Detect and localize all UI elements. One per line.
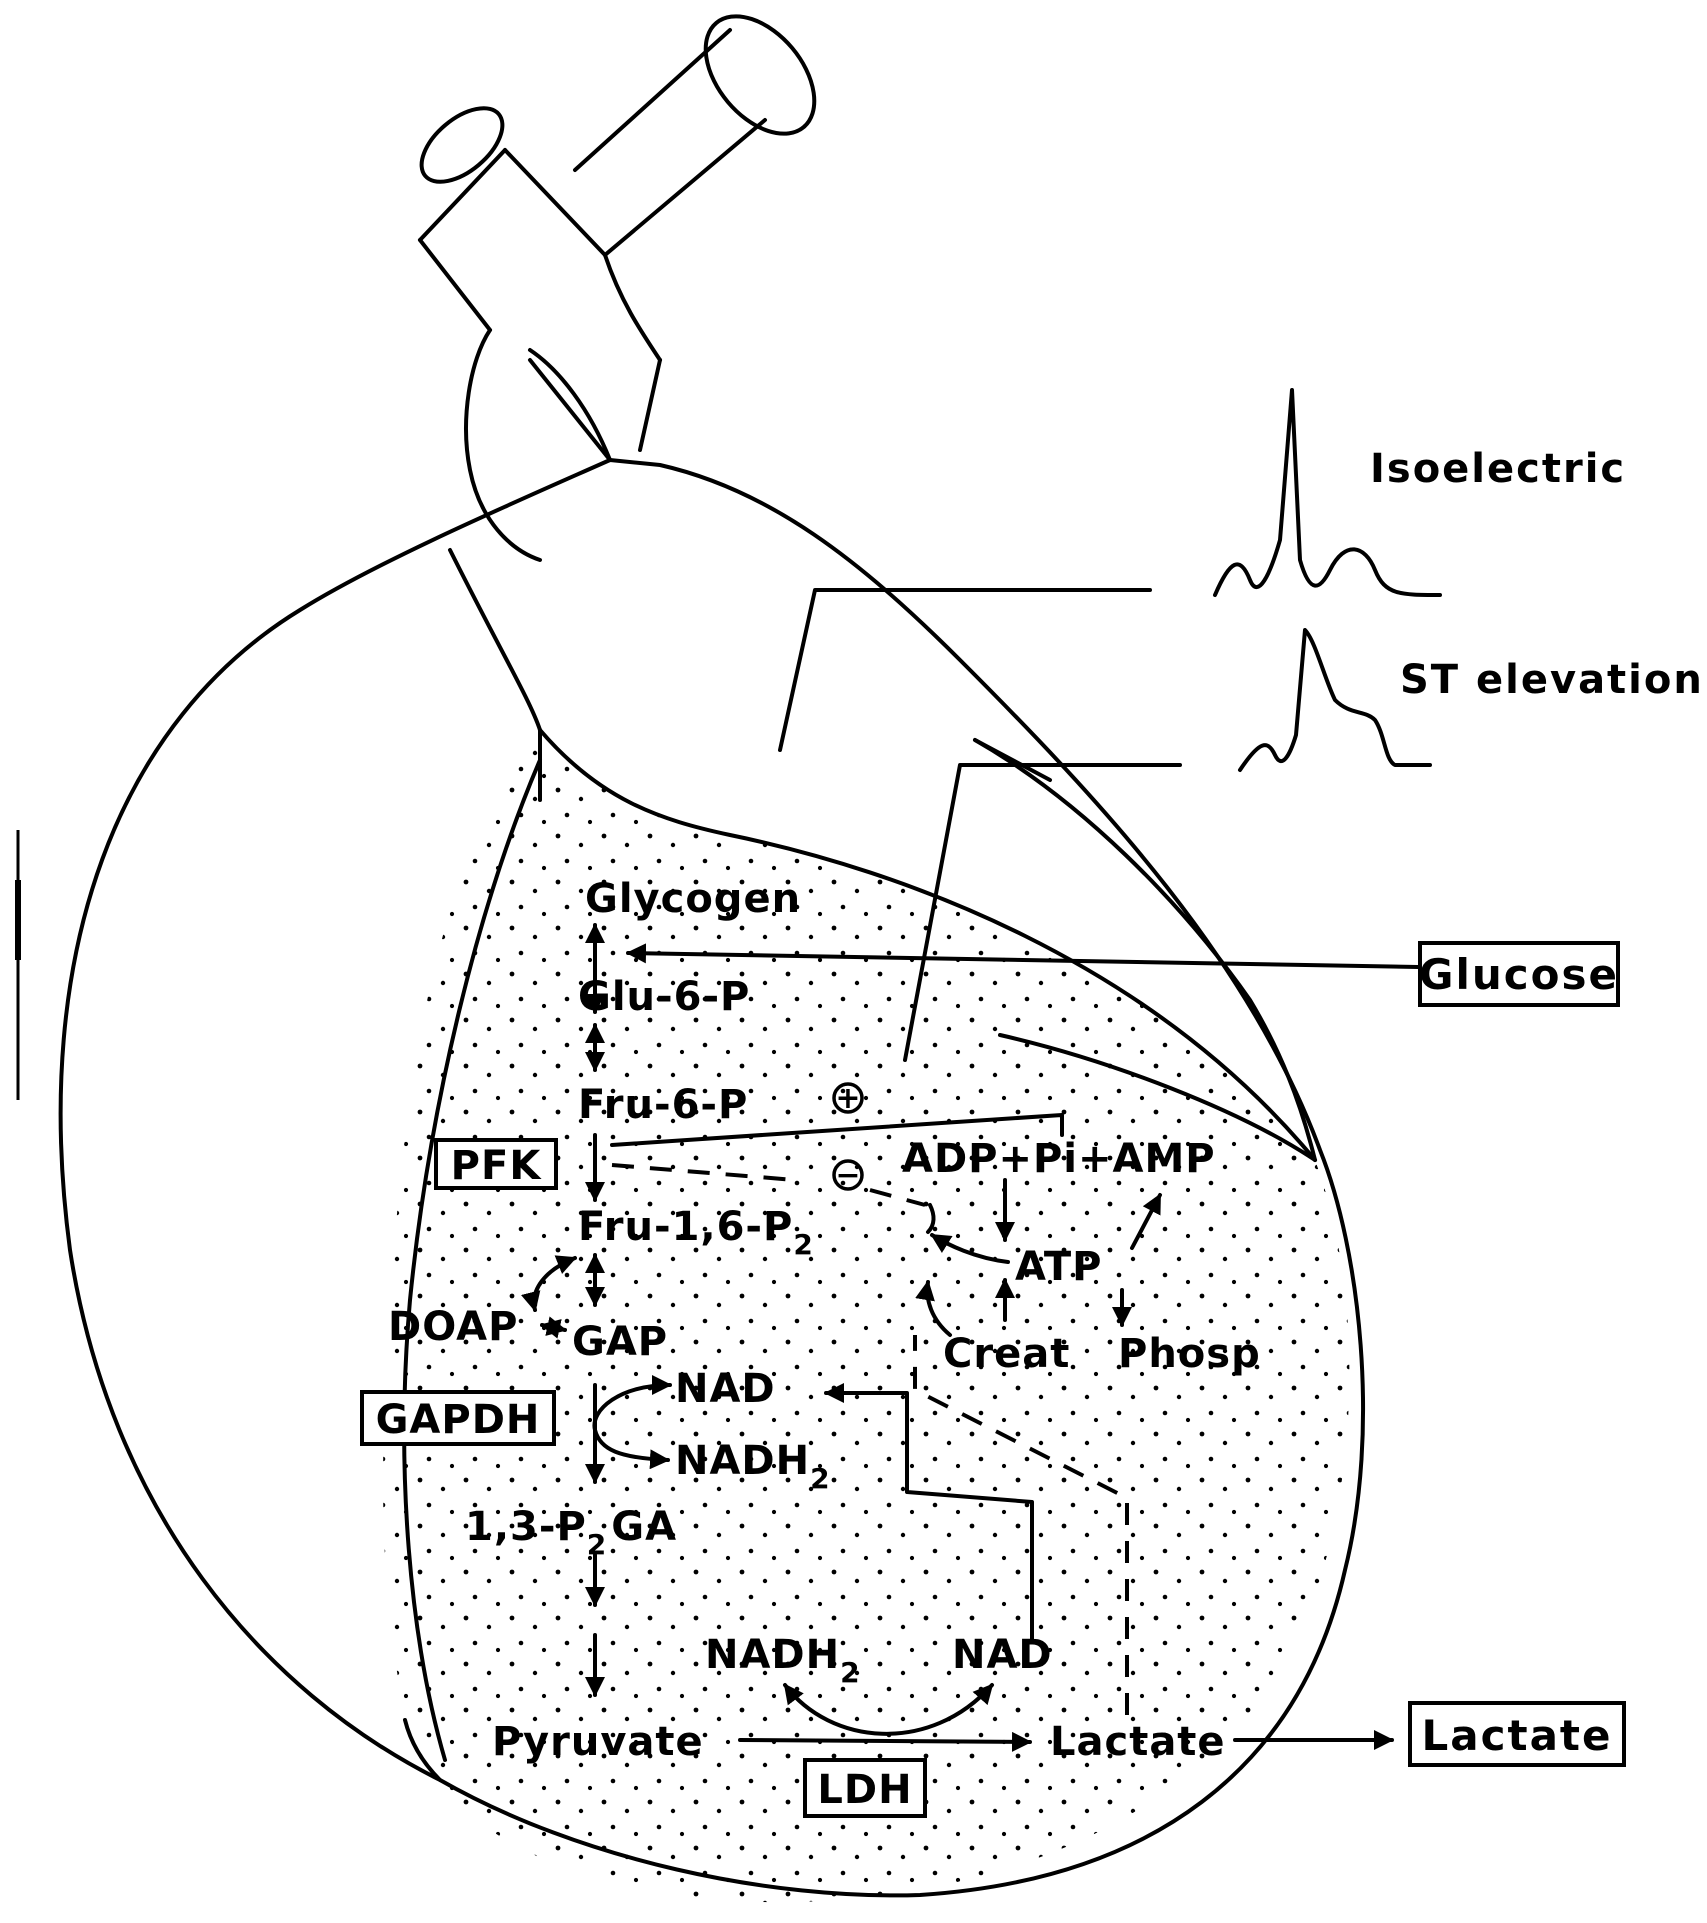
svg-text:Lactate: Lactate	[1422, 1711, 1613, 1760]
svg-text:Glucose: Glucose	[1419, 950, 1619, 999]
lactate-box: Lactate	[1410, 1703, 1624, 1765]
metabolite-atp: ATP	[1015, 1244, 1102, 1290]
glucose-box: Glucose	[1419, 943, 1619, 1005]
metabolite-creat: Creat	[943, 1331, 1070, 1377]
metabolite-nad-lower: NAD	[952, 1632, 1053, 1678]
metabolite-glycogen: Glycogen	[585, 876, 801, 922]
plus-sign: +	[835, 1081, 860, 1116]
metabolite-phosp: Phosp	[1118, 1331, 1261, 1377]
enzyme-gapdh: GAPDH	[362, 1392, 554, 1444]
svg-text:GAPDH: GAPDH	[376, 1397, 541, 1443]
svg-text:PFK: PFK	[451, 1143, 543, 1189]
metabolite-fru-6-p: Fru-6-P	[578, 1082, 748, 1128]
minus-sign: −	[835, 1158, 860, 1193]
metabolite-pyruvate: Pyruvate	[492, 1719, 704, 1765]
ecg-trace-isoelectric	[1215, 390, 1440, 595]
enzyme-pfk: PFK	[436, 1140, 556, 1189]
metabolite-lactate-inner: Lactate	[1050, 1719, 1226, 1765]
ecg-label-st-elevation: ST elevation	[1400, 657, 1704, 703]
metabolite-doap: DOAP	[388, 1304, 518, 1350]
metabolite-gap: GAP	[572, 1319, 668, 1365]
ecg-label-isoelectric: Isoelectric	[1370, 446, 1626, 492]
arrow-pyruvate-lactate	[740, 1740, 1030, 1742]
metabolite-adp-pi-amp: ADP+Pi+AMP	[902, 1136, 1216, 1182]
metabolite-nad-upper: NAD	[675, 1366, 776, 1412]
metabolite-glu-6-p: Glu-6-P	[578, 974, 750, 1020]
enzyme-ldh: LDH	[805, 1760, 925, 1816]
svg-text:LDH: LDH	[817, 1767, 912, 1813]
great-vessels	[409, 0, 836, 560]
